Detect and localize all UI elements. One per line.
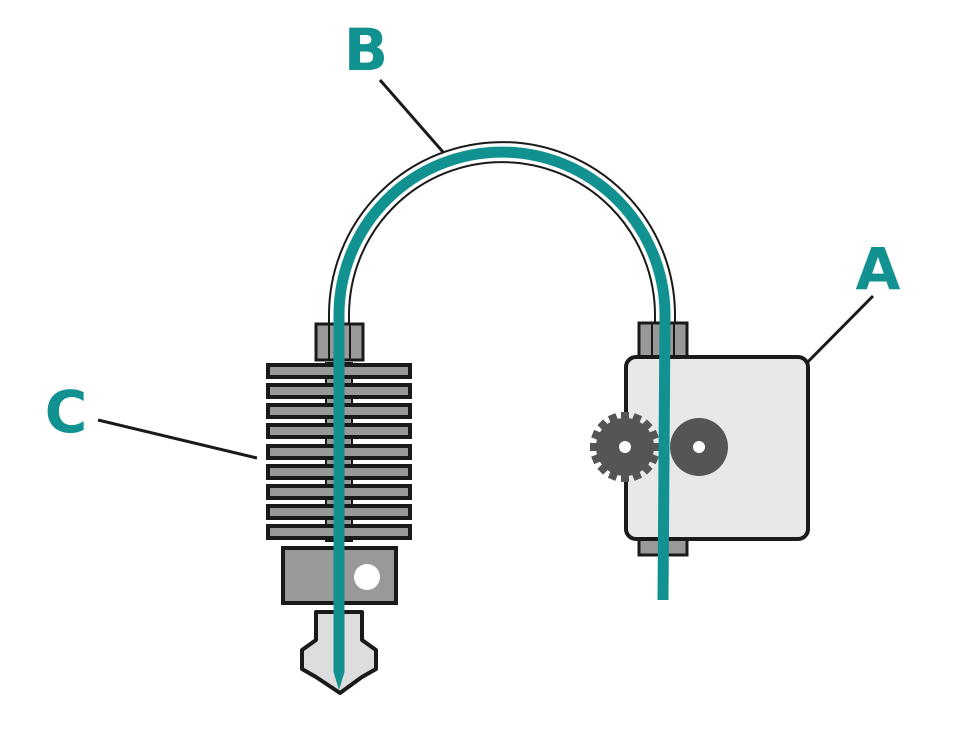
leader-line-c <box>97 418 258 460</box>
label-a: A <box>856 235 901 303</box>
extruder <box>590 321 810 557</box>
bowden-tube <box>328 141 676 330</box>
bowden-tube-inner <box>330 143 674 330</box>
leader-line-b <box>378 79 452 161</box>
label-b: B <box>344 16 388 84</box>
heater-hole <box>354 564 380 590</box>
idler-bearing-icon <box>670 418 728 476</box>
drive-gear-icon <box>590 412 660 482</box>
filament <box>333 146 671 601</box>
filament-tip <box>333 672 345 690</box>
label-c: C <box>45 378 88 446</box>
